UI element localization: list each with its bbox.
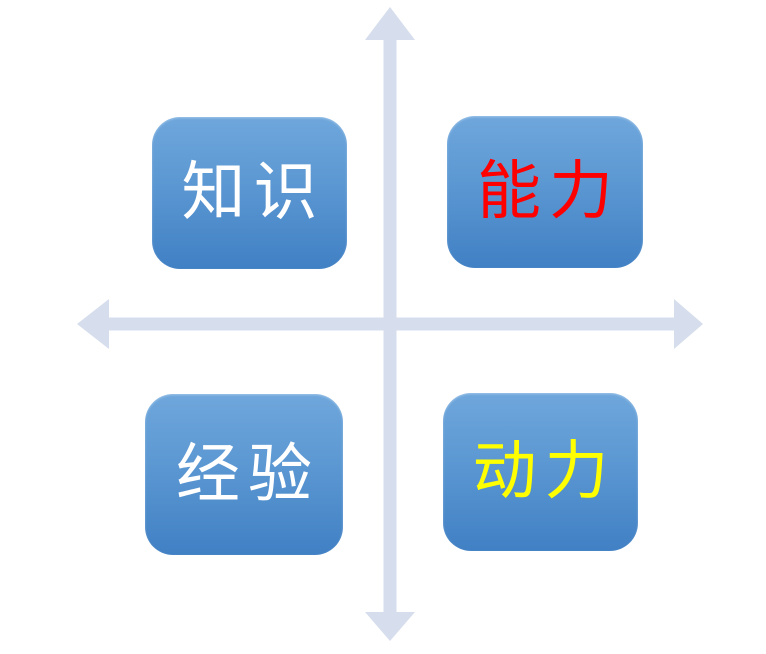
quadrant-label-ability: 能力 — [477, 156, 621, 227]
quadrant-label-knowledge: 知识 — [181, 157, 326, 228]
quadrant-label-experience: 经验 — [176, 438, 320, 510]
quadrant-box-knowledge: 知识 — [152, 117, 347, 269]
quadrant-box-ability: 能力 — [447, 116, 643, 268]
horizontal-axis-arrow — [77, 299, 703, 349]
quadrant-label-motivation: 动力 — [472, 436, 617, 507]
quadrant-box-experience: 经验 — [145, 394, 343, 555]
quadrant-box-motivation: 动力 — [443, 393, 638, 551]
